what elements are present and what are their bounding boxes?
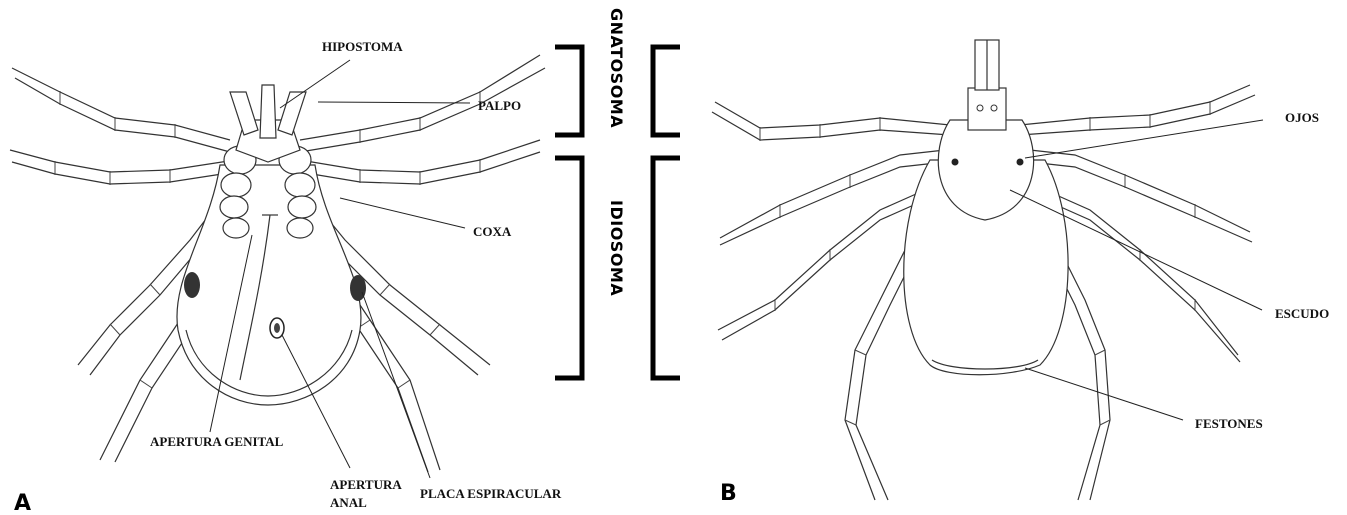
panel-a-drawing	[10, 55, 545, 472]
panel-a-letter: A	[14, 491, 31, 515]
label-apertura-anal-line1: APERTURA	[330, 477, 402, 492]
label-hipostoma: HIPOSTOMA	[322, 39, 403, 54]
panel-b-drawing	[712, 40, 1255, 500]
label-ojos: OJOS	[1285, 110, 1319, 125]
label-apertura-anal-line2: ANAL	[330, 495, 367, 510]
label-coxa: COXA	[473, 224, 512, 239]
panel-b-letter: B	[720, 481, 737, 506]
label-festones: FESTONES	[1195, 416, 1263, 431]
label-idiosoma: IDIOSOMA	[607, 200, 626, 296]
label-escudo: ESCUDO	[1275, 306, 1329, 321]
label-palpo: PALPO	[478, 98, 521, 113]
label-placa-espiracular: PLACA ESPIRACULAR	[420, 486, 562, 501]
label-gnatosoma: GNATOSOMA	[607, 8, 626, 128]
label-apertura-genital: APERTURA GENITAL	[150, 434, 284, 449]
